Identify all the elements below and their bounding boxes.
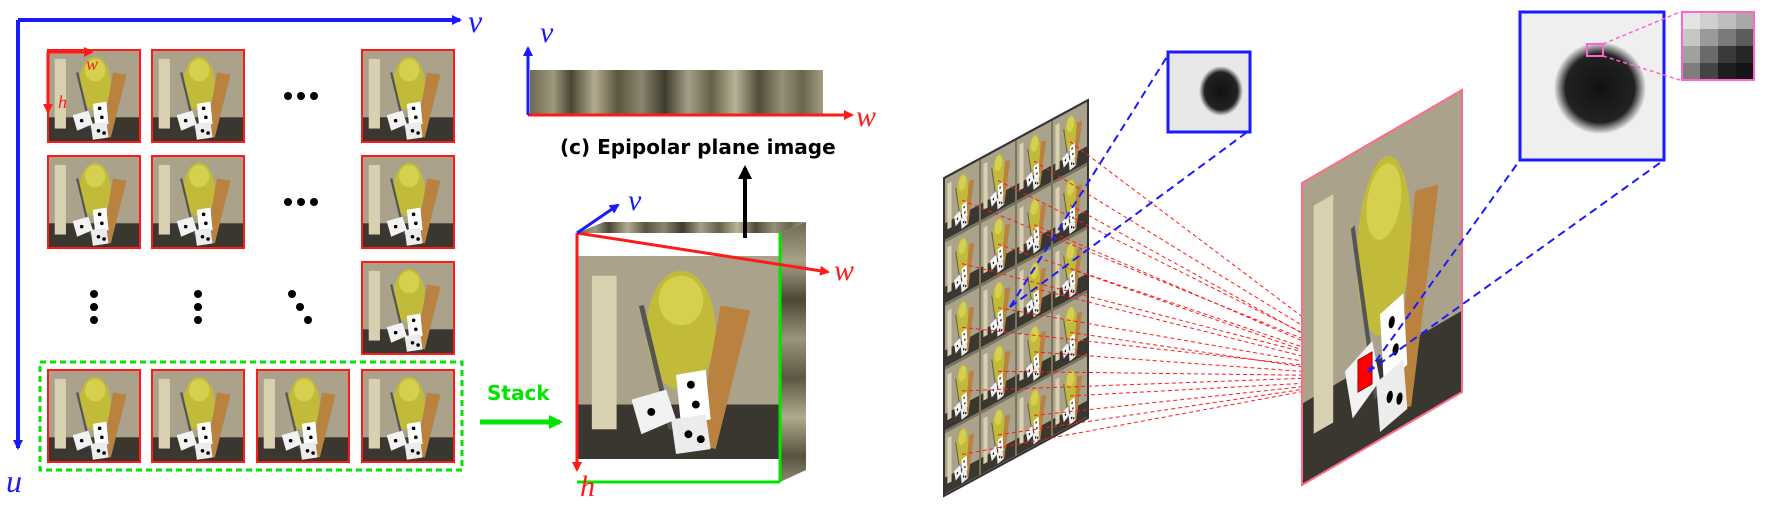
- pixel-zoom: [1681, 11, 1755, 81]
- projection-ray: [997, 180, 1366, 365]
- epi-v-label: v: [540, 16, 554, 49]
- view-array-plane: [943, 98, 1089, 498]
- stack-label: Stack: [487, 381, 550, 405]
- view-thumb: [361, 369, 455, 463]
- view-thumb: [361, 155, 455, 249]
- projection-ray: [961, 263, 1366, 369]
- epi-caption: (c) Epipolar plane image: [560, 135, 836, 159]
- projection-ray: [1033, 287, 1366, 373]
- view-thumb: [47, 155, 141, 249]
- view-thumb: [151, 369, 245, 463]
- grid-v-label: v: [468, 3, 483, 39]
- view-thumb: [361, 261, 455, 355]
- central-view-plane: [1301, 88, 1463, 487]
- ellipsis-dots: [90, 92, 318, 324]
- vol-h-label: h: [580, 470, 595, 503]
- light-field-grid: v u w h: [6, 3, 483, 499]
- projection-ray: [1069, 141, 1366, 365]
- projection-ray: [961, 326, 1366, 373]
- target-pixel: [1357, 351, 1373, 393]
- view-thumb: [151, 49, 245, 143]
- projection-ray: [961, 375, 1366, 392]
- zoom-view-small: [1009, 50, 1252, 308]
- zoom-view-large: [1367, 10, 1681, 373]
- projection-ray: [961, 199, 1366, 365]
- stacked-volume: w h v: [572, 184, 854, 503]
- view-thumb: [361, 49, 455, 143]
- vol-v-axis: [576, 203, 620, 235]
- sub-w-label: w: [86, 54, 98, 74]
- projection-ray: [961, 379, 1366, 455]
- sub-h-label: h: [58, 92, 67, 112]
- projection-ray: [997, 370, 1366, 377]
- vol-w-axis: [576, 231, 830, 276]
- vol-v-label: v: [628, 184, 642, 217]
- epi-w-label: w: [856, 100, 876, 133]
- vol-w-label: w: [834, 254, 854, 287]
- selected-row-highlight: [38, 360, 464, 472]
- grid-u-label: u: [6, 463, 22, 499]
- view-thumb: [47, 369, 141, 463]
- view-thumb: [256, 369, 350, 463]
- view-thumb: [151, 155, 245, 249]
- epipolar-plane-image: w v (c) Epipolar plane image: [523, 16, 876, 159]
